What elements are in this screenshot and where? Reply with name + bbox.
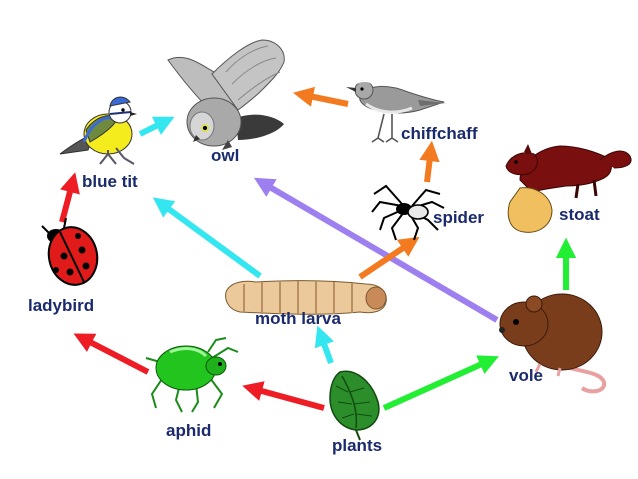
label-moth-larva: moth larva bbox=[255, 309, 341, 328]
label-owl: owl bbox=[211, 146, 240, 165]
arrow-spider-to-chiffchaff bbox=[419, 140, 440, 183]
ladybird-illustration bbox=[41, 217, 99, 286]
arrow-chiffchaff-to-owl bbox=[293, 86, 349, 107]
arrow-ladybird-to-bluetit bbox=[59, 172, 80, 223]
plants-illustration bbox=[329, 370, 380, 441]
blue-tit-illustration bbox=[59, 96, 137, 165]
chiffchaff-illustration bbox=[346, 80, 446, 143]
arrow-bluetit-to-owl bbox=[138, 116, 175, 137]
label-aphid: aphid bbox=[166, 421, 212, 440]
label-stoat: stoat bbox=[559, 205, 600, 224]
label-plants: plants bbox=[332, 436, 383, 455]
arrow-plants-to-aphid bbox=[242, 381, 325, 411]
moth-larva-illustration bbox=[225, 280, 387, 315]
owl-illustration bbox=[167, 39, 285, 150]
arrow-aphid-to-ladybird bbox=[73, 333, 150, 375]
aphid-illustration bbox=[145, 337, 239, 413]
spider-illustration bbox=[371, 184, 445, 241]
label-spider: spider bbox=[433, 208, 485, 227]
arrow-plants-to-vole bbox=[382, 355, 499, 411]
arrow-vole-to-owl bbox=[253, 177, 499, 323]
arrow-plants-to-mothlarva bbox=[314, 325, 334, 365]
label-ladybird: ladybird bbox=[28, 296, 95, 315]
label-blue-tit: blue tit bbox=[82, 172, 138, 191]
label-chiffchaff: chiffchaff bbox=[401, 124, 478, 143]
vole-illustration bbox=[499, 293, 607, 394]
arrow-mothlarva-to-spider bbox=[358, 236, 420, 280]
stoat-illustration bbox=[505, 144, 632, 233]
label-vole: vole bbox=[509, 366, 544, 385]
arrow-mothlarva-to-bluetit bbox=[152, 197, 262, 279]
